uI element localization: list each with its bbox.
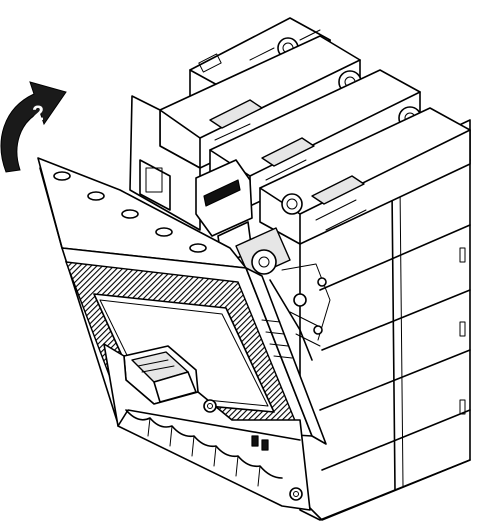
operating-mechanism: [195, 159, 331, 361]
side-frame: [129, 95, 201, 231]
front-cover: [37, 157, 327, 445]
toggle-handle: [123, 345, 199, 405]
step-number: 2: [32, 102, 44, 125]
front-escutcheon: [103, 343, 311, 511]
terminal-pole-4: [259, 107, 471, 245]
step-rotation-arrow-icon: 2: [0, 81, 67, 173]
